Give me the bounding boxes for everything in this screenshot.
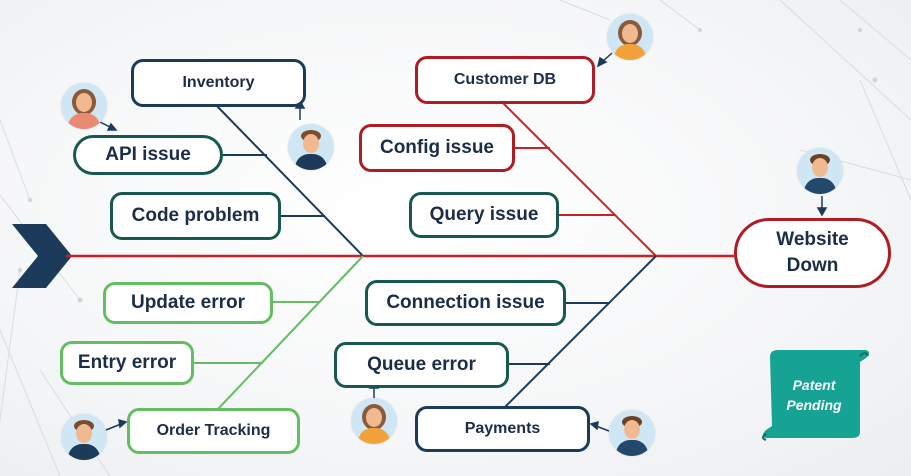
cause-inventory: Inventory [131, 59, 306, 107]
patent-line-1: Patent [792, 377, 836, 393]
cause-entry-error-label: Entry error [77, 352, 177, 373]
cause-connection-issue-label: Connection issue [386, 292, 545, 313]
cause-queue-error: Queue error [334, 342, 509, 388]
man-avatar-icon [288, 124, 334, 170]
cause-connection-issue: Connection issue [365, 280, 566, 326]
cause-payments: Payments [415, 406, 590, 452]
cause-customer-db-label: Customer DB [453, 71, 557, 88]
cause-code-problem: Code problem [110, 192, 281, 240]
woman-avatar-icon [351, 398, 397, 444]
businessman-avatar-icon [797, 148, 843, 194]
bone-green [217, 255, 364, 410]
patent-badge-icon [762, 350, 869, 441]
bone-teal [504, 255, 657, 408]
cause-entry-error: Entry error [60, 341, 194, 385]
cause-update-error-label: Update error [130, 292, 246, 313]
patent-badge-label: Patent Pending [772, 375, 856, 415]
cause-order-tracking-label: Order Tracking [156, 422, 271, 439]
cause-queue-error-label: Queue error [367, 354, 476, 375]
cause-inventory-label: Inventory [182, 74, 255, 91]
cause-code-problem-label: Code problem [131, 205, 260, 226]
businessman-avatar-icon [609, 410, 655, 456]
cause-order-tracking: Order Tracking [127, 408, 300, 454]
cause-query-issue: Query issue [409, 192, 559, 238]
cause-api-issue: API issue [73, 135, 223, 175]
cause-customer-db: Customer DB [415, 56, 595, 104]
effect-line-1: Website [776, 229, 849, 250]
cause-api-issue-label: API issue [105, 144, 191, 165]
cause-query-issue-label: Query issue [429, 204, 539, 225]
spine-arrow-icon [12, 224, 72, 288]
bone-navy [214, 103, 364, 257]
woman-avatar-icon [607, 14, 653, 60]
woman-avatar-icon [61, 83, 107, 129]
effect-line-2: Down [786, 255, 839, 276]
man-avatar-icon [61, 414, 107, 460]
patent-line-2: Pending [786, 397, 842, 413]
bone-red [499, 99, 657, 257]
effect-website-down: Website Down [734, 218, 891, 288]
cause-update-error: Update error [103, 282, 273, 324]
cause-config-issue-label: Config issue [379, 137, 494, 158]
cause-payments-label: Payments [464, 420, 541, 437]
cause-config-issue: Config issue [359, 124, 515, 172]
